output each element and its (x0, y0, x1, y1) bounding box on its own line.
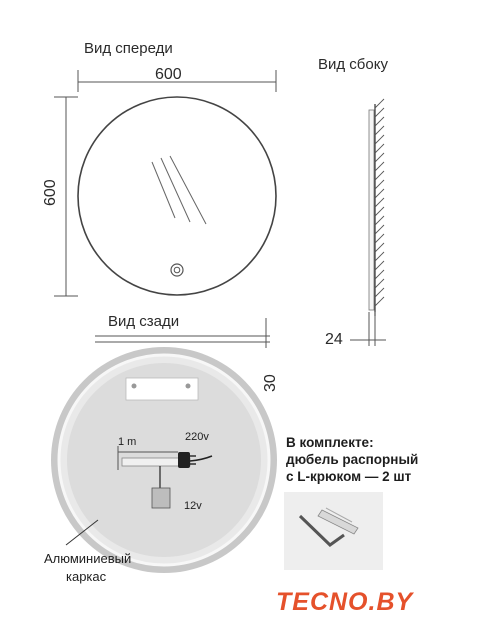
voltage-out-label: 12v (184, 500, 202, 512)
hatch-stroke (374, 224, 385, 235)
hatch-stroke (374, 233, 385, 244)
hatch-stroke (374, 260, 385, 271)
frame-label-line2: каркас (66, 569, 107, 584)
hatch-stroke (374, 107, 385, 118)
side-view-title: Вид сбоку (318, 56, 388, 73)
connector-block (151, 487, 171, 509)
front-view (54, 70, 277, 297)
mounting-bracket (125, 377, 199, 401)
power-plug-icon (178, 452, 190, 468)
front-view-title: Вид спереди (84, 40, 173, 57)
kit-box (284, 492, 383, 570)
frame-leader-line (65, 519, 99, 546)
brand-logo-suffix: .BY (368, 588, 414, 616)
kit-line2: дюбель распорный (286, 452, 419, 467)
wall-hatch (374, 98, 385, 307)
kit-illustration (284, 492, 383, 570)
side-depth-label: 24 (325, 331, 343, 348)
hatch-stroke (374, 296, 385, 307)
hatch-stroke (374, 287, 385, 298)
hatch-stroke (374, 125, 385, 136)
cable-length-label: 1 m (118, 436, 137, 448)
hatch-stroke (374, 197, 385, 208)
hatch-stroke (374, 188, 385, 199)
brand-logo-main: TECNO (276, 588, 369, 616)
bracket-hole (185, 383, 191, 389)
front-width-label: 600 (155, 66, 182, 83)
hatch-stroke (374, 278, 385, 289)
front-height-label: 600 (42, 179, 59, 206)
hatch-stroke (374, 161, 385, 172)
bracket-hole (131, 383, 137, 389)
hatch-stroke (374, 179, 385, 190)
hatch-stroke (374, 206, 385, 217)
back-view-title: Вид сзади (108, 313, 180, 330)
back-view (51, 318, 277, 573)
brand-logo: TECNO.BY (276, 588, 413, 617)
side-mirror-profile (368, 109, 375, 311)
wall-plug-rib (325, 507, 353, 523)
glare-line (160, 157, 191, 223)
hatch-stroke (374, 116, 385, 127)
frame-label-line1: Алюминиевый (44, 551, 132, 566)
voltage-in-label: 220v (185, 431, 209, 443)
l-hook-icon (298, 514, 345, 547)
hatch-stroke (374, 143, 385, 154)
glare-line (151, 161, 176, 219)
hatch-stroke (374, 242, 385, 253)
hatch-stroke (374, 134, 385, 145)
wall-plug-icon (317, 509, 359, 535)
kit-line1: В комплекте: (286, 435, 374, 450)
kit-line3: с L-крюком — 2 шт (286, 469, 412, 484)
hatch-stroke (374, 251, 385, 262)
hatch-stroke (374, 98, 385, 109)
hatch-stroke (374, 269, 385, 280)
hatch-stroke (374, 215, 385, 226)
glare-line (169, 155, 207, 225)
back-depth-label: 30 (262, 374, 279, 392)
front-mirror-circle (77, 96, 277, 296)
touch-sensor-inner (173, 266, 181, 274)
hatch-stroke (374, 152, 385, 163)
touch-sensor-icon (170, 263, 184, 277)
side-view (350, 98, 386, 346)
power-cable (189, 455, 213, 462)
hatch-stroke (374, 170, 385, 181)
